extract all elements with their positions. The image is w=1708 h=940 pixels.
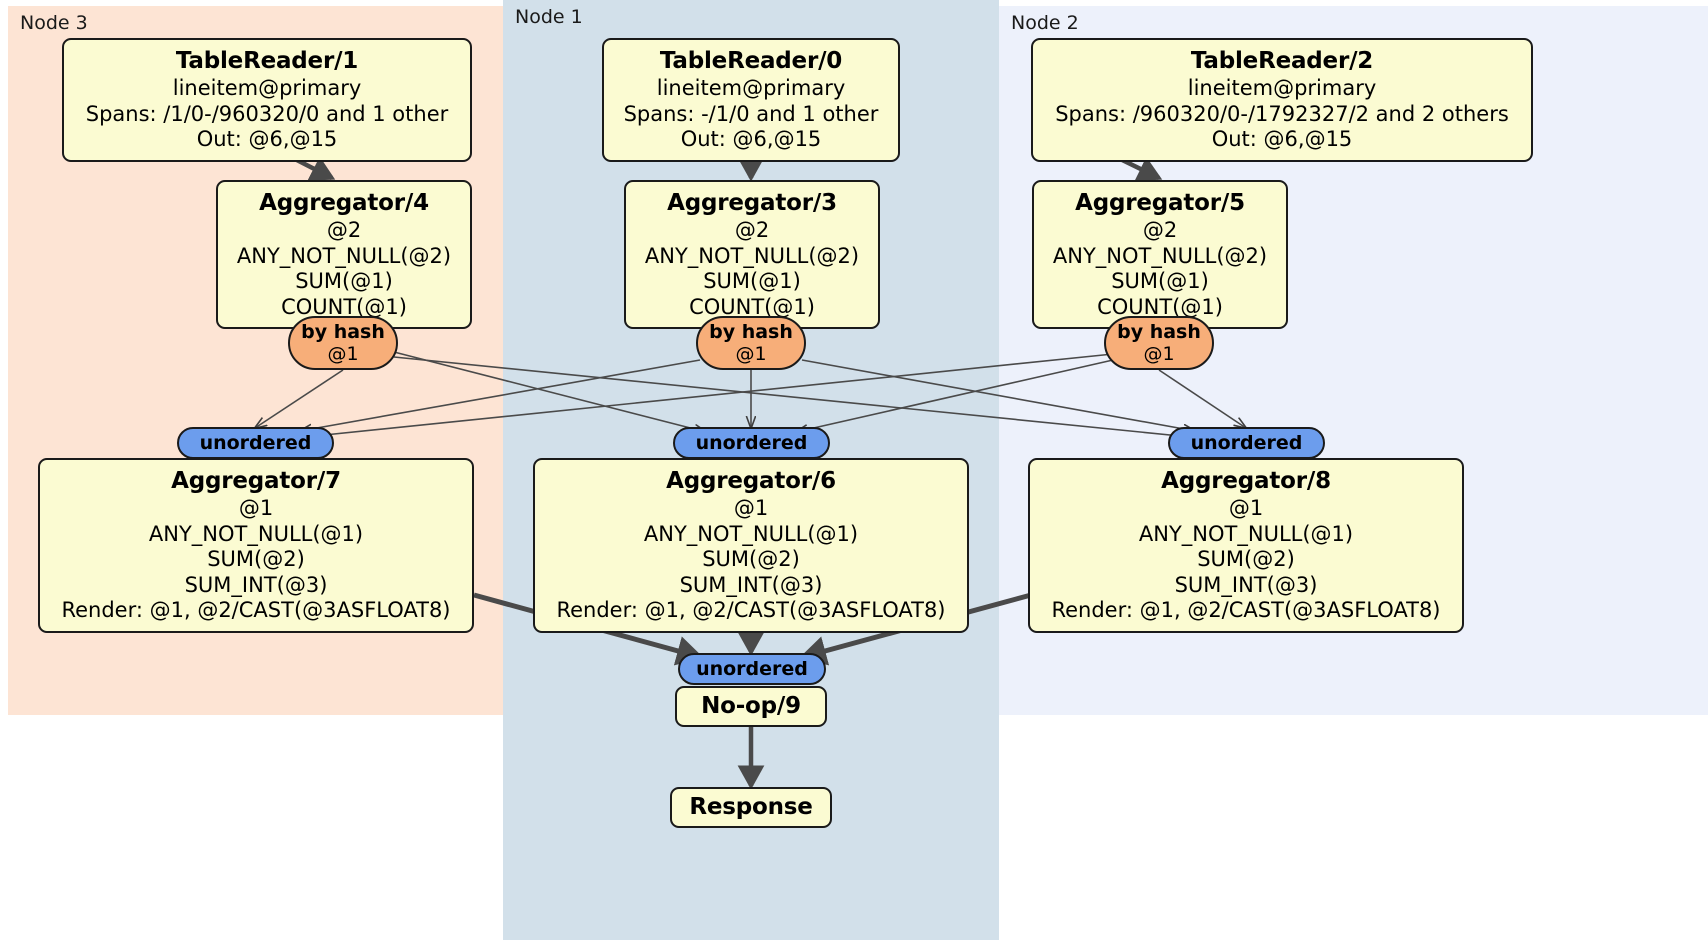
node-label-node1: Node 1	[515, 6, 583, 28]
processor-row: COUNT(@1)	[1097, 294, 1223, 319]
processor-title: Aggregator/3	[667, 190, 837, 216]
processor-row: Out: @6,@15	[680, 127, 822, 151]
processor-row: SUM_INT(@3)	[184, 572, 328, 597]
processor-row: SUM_INT(@3)	[679, 572, 823, 597]
router-by-hash-left[interactable]: by hash @1	[288, 316, 398, 370]
router-subtitle: @1	[735, 343, 767, 365]
processor-row: Spans: /1/0-/960320/0 and 1 other	[85, 101, 449, 126]
processor-title: Aggregator/7	[171, 468, 341, 494]
processor-aggregator-3[interactable]: Aggregator/3 @2 ANY_NOT_NULL(@2) SUM(@1)…	[624, 180, 880, 329]
processor-aggregator-6[interactable]: Aggregator/6 @1 ANY_NOT_NULL(@1) SUM(@2)…	[533, 458, 969, 633]
processor-title: TableReader/0	[659, 48, 843, 74]
processor-title: Aggregator/8	[1161, 468, 1331, 494]
processor-tablereader-2[interactable]: TableReader/2 lineitem@primary Spans: /9…	[1031, 38, 1533, 162]
processor-tablereader-1[interactable]: TableReader/1 lineitem@primary Spans: /1…	[62, 38, 472, 162]
router-by-hash-right[interactable]: by hash @1	[1104, 316, 1214, 370]
router-title: by hash	[709, 321, 793, 343]
processor-row: SUM(@1)	[1111, 269, 1209, 293]
processor-row: @1	[1228, 496, 1264, 520]
router-unordered-right[interactable]: unordered	[1168, 427, 1325, 459]
router-subtitle: @1	[327, 343, 359, 365]
processor-row: COUNT(@1)	[689, 294, 815, 319]
processor-response[interactable]: Response	[670, 787, 832, 828]
processor-row: Out: @6,@15	[1211, 127, 1353, 151]
processor-row: Out: @6,@15	[196, 127, 338, 151]
processor-row: ANY_NOT_NULL(@2)	[236, 243, 452, 268]
processor-row: Render: @1, @2/CAST(@3ASFLOAT8)	[556, 598, 946, 622]
processor-row: COUNT(@1)	[281, 294, 407, 319]
processor-aggregator-4[interactable]: Aggregator/4 @2 ANY_NOT_NULL(@2) SUM(@1)…	[216, 180, 472, 329]
processor-title: Response	[689, 794, 813, 820]
processor-row: SUM(@2)	[1197, 547, 1295, 571]
processor-row: ANY_NOT_NULL(@1)	[1138, 521, 1354, 546]
processor-title: TableReader/2	[1190, 48, 1374, 74]
processor-noop-9[interactable]: No-op/9	[675, 686, 827, 727]
processor-row: @2	[734, 218, 770, 242]
router-title: unordered	[696, 658, 808, 680]
processor-row: Render: @1, @2/CAST(@3ASFLOAT8)	[1051, 598, 1441, 622]
router-title: unordered	[1190, 432, 1303, 454]
processor-row: lineitem@primary	[656, 76, 846, 100]
processor-title: Aggregator/5	[1075, 190, 1245, 216]
processor-row: ANY_NOT_NULL(@2)	[644, 243, 860, 268]
router-title: unordered	[199, 432, 312, 454]
processor-aggregator-5[interactable]: Aggregator/5 @2 ANY_NOT_NULL(@2) SUM(@1)…	[1032, 180, 1288, 329]
router-title: by hash	[1117, 321, 1201, 343]
processor-aggregator-8[interactable]: Aggregator/8 @1 ANY_NOT_NULL(@1) SUM(@2)…	[1028, 458, 1464, 633]
processor-row: ANY_NOT_NULL(@1)	[643, 521, 859, 546]
processor-row: SUM(@2)	[207, 547, 305, 571]
router-unordered-final[interactable]: unordered	[678, 653, 826, 685]
router-by-hash-center[interactable]: by hash @1	[696, 316, 806, 370]
processor-title: Aggregator/4	[259, 190, 429, 216]
processor-row: lineitem@primary	[172, 76, 362, 100]
router-title: unordered	[695, 432, 808, 454]
processor-tablereader-0[interactable]: TableReader/0 lineitem@primary Spans: -/…	[602, 38, 900, 162]
processor-title: Aggregator/6	[666, 468, 836, 494]
processor-title: No-op/9	[701, 693, 801, 719]
processor-row: @1	[238, 496, 274, 520]
processor-title: TableReader/1	[175, 48, 359, 74]
processor-row: ANY_NOT_NULL(@2)	[1052, 243, 1268, 268]
processor-row: @2	[1142, 218, 1178, 242]
processor-row: @1	[733, 496, 769, 520]
processor-row: SUM(@2)	[702, 547, 800, 571]
processor-row: ANY_NOT_NULL(@1)	[148, 521, 364, 546]
processor-row: SUM_INT(@3)	[1174, 572, 1318, 597]
router-subtitle: @1	[1143, 343, 1175, 365]
processor-row: @2	[326, 218, 362, 242]
processor-row: SUM(@1)	[703, 269, 801, 293]
processor-row: Render: @1, @2/CAST(@3ASFLOAT8)	[61, 598, 451, 622]
router-unordered-center[interactable]: unordered	[673, 427, 830, 459]
processor-aggregator-7[interactable]: Aggregator/7 @1 ANY_NOT_NULL(@1) SUM(@2)…	[38, 458, 474, 633]
router-unordered-left[interactable]: unordered	[177, 427, 334, 459]
node-label-node2: Node 2	[1011, 12, 1079, 34]
processor-row: Spans: -/1/0 and 1 other	[623, 101, 879, 126]
processor-row: Spans: /960320/0-/1792327/2 and 2 others	[1055, 101, 1509, 126]
node-label-node3: Node 3	[20, 12, 88, 34]
processor-row: lineitem@primary	[1187, 76, 1377, 100]
processor-row: SUM(@1)	[295, 269, 393, 293]
router-title: by hash	[301, 321, 385, 343]
